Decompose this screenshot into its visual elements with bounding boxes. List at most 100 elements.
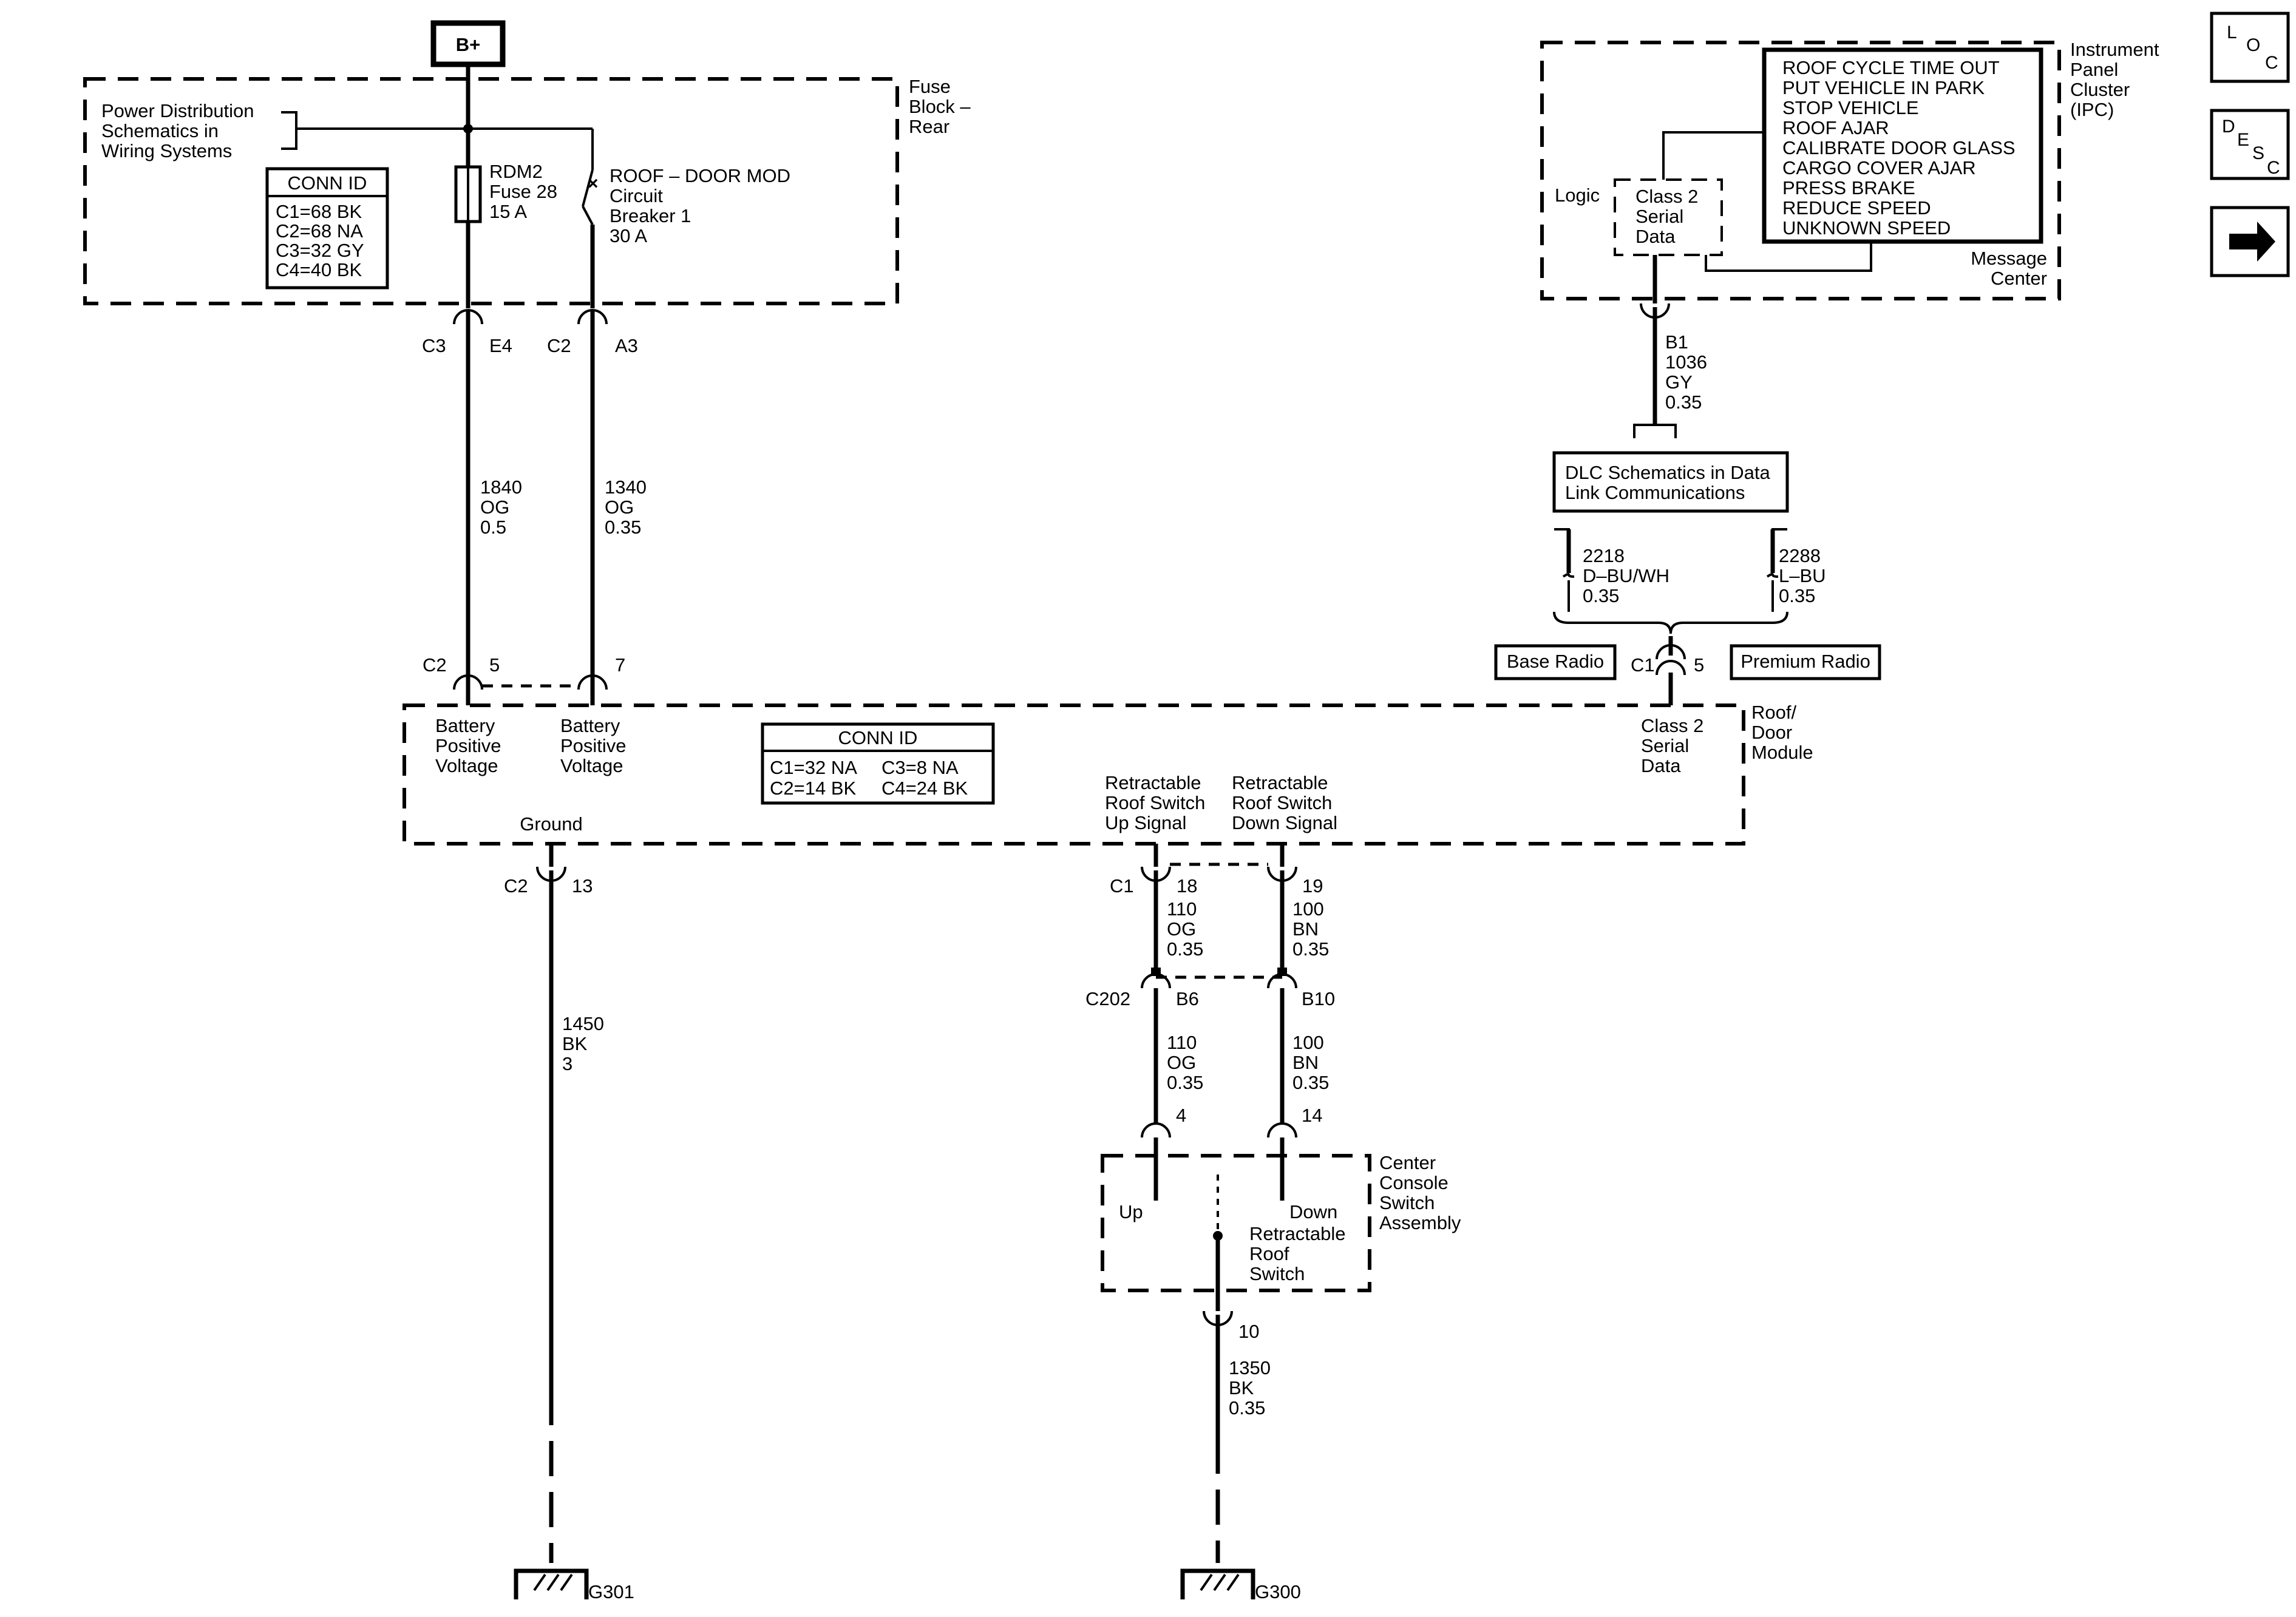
svg-text:Message: Message — [1971, 248, 2047, 269]
svg-text:Console: Console — [1379, 1172, 1449, 1193]
module-title-2: Door — [1751, 722, 1792, 743]
connector-c1-5-lower-icon — [1656, 660, 1686, 676]
roof-door-module-outline — [402, 703, 1745, 846]
right-arrow-icon — [2229, 222, 2275, 262]
svg-text:OG: OG — [605, 497, 634, 518]
roof-switch-label: Retractable Roof Switch — [1249, 1223, 1346, 1284]
down-signal-label: Retractable Roof Switch Down Signal — [1232, 772, 1337, 833]
fuse-block-label-1: Fuse — [909, 76, 951, 97]
conn-c2-label: C2 — [547, 335, 571, 356]
ground-g301-label: G301 — [588, 1581, 634, 1602]
fuse-block-label-3: Rear — [909, 116, 949, 137]
svg-text:100: 100 — [1292, 1032, 1324, 1053]
svg-text:100: 100 — [1292, 898, 1324, 920]
svg-text:Positive: Positive — [560, 735, 627, 756]
wire-1350-label: 1350 BK 0.35 — [1229, 1357, 1271, 1419]
svg-text:Positive: Positive — [435, 735, 501, 756]
dlc-label-2: Link Communications — [1565, 482, 1745, 503]
breaker-name: ROOF – DOOR MOD — [610, 165, 790, 186]
fuse-name: RDM2 — [489, 161, 543, 182]
ipc-logic-label: Logic — [1555, 185, 1600, 206]
connector-c202-b10-icon — [1267, 973, 1297, 989]
svg-text:Voltage: Voltage — [435, 755, 498, 776]
svg-text:Roof Switch: Roof Switch — [1232, 792, 1332, 813]
svg-text:Battery: Battery — [560, 715, 620, 736]
wire-1340-label: 1340 OG 0.35 — [605, 476, 647, 538]
module-title-1: Roof/ — [1751, 702, 1796, 723]
svg-text:Retractable: Retractable — [1105, 772, 1201, 793]
svg-text:0.35: 0.35 — [1167, 1072, 1203, 1093]
svg-text:OG: OG — [1167, 1052, 1196, 1073]
svg-text:Cluster: Cluster — [2070, 79, 2130, 100]
c202-pin-b6: B6 — [1176, 988, 1199, 1009]
message-item: CALIBRATE DOOR GLASS — [1782, 137, 2016, 158]
battery-positive-2-label: Battery Positive Voltage — [560, 715, 627, 776]
next-page-button[interactable] — [2210, 206, 2290, 277]
module-pin-5: 5 — [489, 654, 500, 676]
svg-text:Class 2: Class 2 — [1641, 715, 1703, 736]
pds-ref-1: Power Distribution — [101, 100, 254, 121]
switch-pin-19: 19 — [1302, 875, 1323, 897]
svg-text:0.35: 0.35 — [1167, 938, 1203, 960]
fuse-block-label-2: Block – — [909, 96, 971, 117]
svg-text:C3=32 GY: C3=32 GY — [276, 240, 364, 261]
switch-down-label: Down — [1289, 1201, 1337, 1222]
connector-c3-e4-icon — [453, 309, 483, 325]
premium-radio-label: Premium Radio — [1741, 651, 1870, 672]
svg-text:Retractable: Retractable — [1249, 1223, 1346, 1244]
desc-letter-e: E — [2237, 130, 2249, 150]
message-list: ROOF CYCLE TIME OUT PUT VEHICLE IN PARK … — [1782, 57, 2016, 239]
svg-text:Switch: Switch — [1249, 1263, 1305, 1284]
svg-text:0.35: 0.35 — [1292, 1072, 1329, 1093]
dlc-reference-box[interactable] — [1552, 451, 1789, 513]
message-item: STOP VEHICLE — [1782, 97, 1919, 118]
connector-console-14-icon — [1267, 1122, 1297, 1138]
svg-text:C2=68 NA: C2=68 NA — [276, 220, 363, 242]
breaker-x-icon: × — [588, 174, 599, 194]
message-item: PRESS BRAKE — [1782, 177, 1915, 198]
svg-text:OG: OG — [1167, 918, 1196, 940]
svg-text:Roof Switch: Roof Switch — [1105, 792, 1205, 813]
pds-ref-2: Schematics in — [101, 120, 219, 141]
svg-text:0.35: 0.35 — [1292, 938, 1329, 960]
svg-text:BN: BN — [1292, 1052, 1319, 1073]
pds-ref-3: Wiring Systems — [101, 140, 232, 161]
svg-text:2288: 2288 — [1779, 545, 1821, 566]
module-title-3: Module — [1751, 742, 1813, 763]
module-conn-id: CONN ID C1=32 NA C3=8 NA C2=14 BK C4=24 … — [761, 722, 995, 805]
svg-text:Voltage: Voltage — [560, 755, 623, 776]
connector-c202-b6-icon — [1141, 973, 1171, 989]
svg-text:1036: 1036 — [1665, 351, 1707, 373]
desc-letter-c: C — [2267, 158, 2280, 178]
ipc-outline — [1540, 41, 2061, 300]
module-conn-c2: C2 — [423, 654, 447, 676]
svg-text:BK: BK — [1229, 1377, 1254, 1398]
connector-c2-5-icon — [453, 674, 483, 690]
loc-button[interactable]: L O C — [2210, 12, 2290, 83]
svg-text:0.35: 0.35 — [1583, 585, 1619, 606]
svg-text:1450: 1450 — [562, 1013, 604, 1034]
breaker-number: Breaker 1 — [610, 205, 691, 226]
svg-text:Panel: Panel — [2070, 59, 2118, 80]
loc-letter-o: O — [2246, 35, 2260, 55]
svg-text:Battery: Battery — [435, 715, 495, 736]
svg-text:Down Signal: Down Signal — [1232, 812, 1337, 833]
base-radio-option[interactable] — [1494, 644, 1617, 680]
wire-100-lower-label: 100 BN 0.35 — [1292, 1032, 1329, 1093]
svg-text:110: 110 — [1167, 898, 1197, 920]
fuse-number: Fuse 28 — [489, 181, 557, 202]
svg-text:Class 2: Class 2 — [1635, 186, 1698, 207]
ground-g300-icon — [1180, 1568, 1255, 1599]
svg-text:OG: OG — [480, 497, 509, 518]
desc-button[interactable]: D E S C — [2210, 109, 2290, 180]
premium-radio-option[interactable] — [1730, 644, 1881, 680]
conn-c3-label: C3 — [422, 335, 446, 356]
base-radio-label: Base Radio — [1507, 651, 1604, 672]
svg-text:CONN ID: CONN ID — [838, 727, 918, 748]
svg-text:Up Signal: Up Signal — [1105, 812, 1186, 833]
wire-100-upper-label: 100 BN 0.35 — [1292, 898, 1329, 960]
message-item: CARGO COVER AJAR — [1782, 157, 1976, 178]
breaker-rating: 30 A — [610, 225, 647, 246]
conn-a3-label: A3 — [615, 335, 638, 356]
